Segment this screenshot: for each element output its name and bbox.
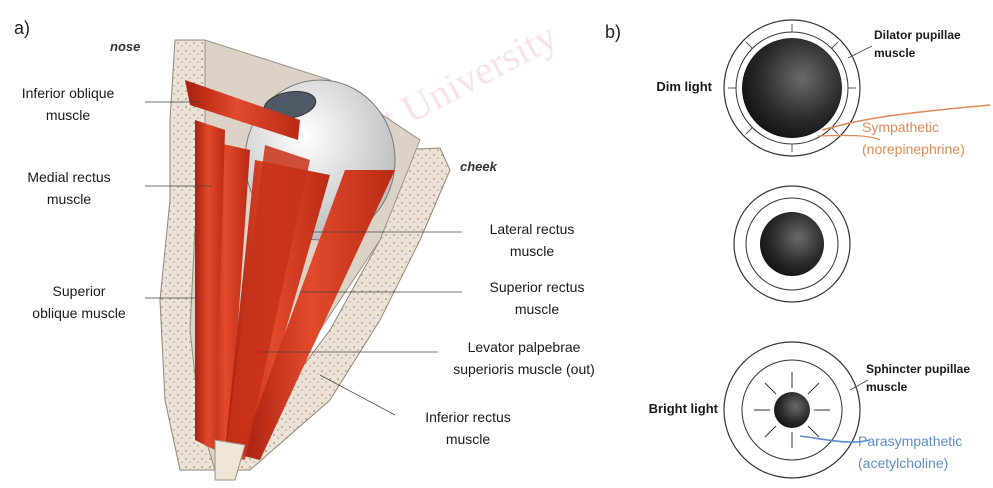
superior-rectus-label: Superior rectus muscle xyxy=(462,276,612,320)
medial-rectus-label: Medial rectus muscle xyxy=(14,166,124,210)
lateral-rectus-label-line1: Lateral rectus xyxy=(462,218,602,240)
sympathetic-label-line2: (norepinephrine) xyxy=(862,138,992,160)
nose-label: nose xyxy=(110,36,140,58)
levator-label-line1: Levator palpebrae xyxy=(436,336,612,358)
eye-bright-light xyxy=(724,342,860,478)
superior-oblique-label-line1: Superior xyxy=(14,280,144,302)
sympathetic-label-line1: Sympathetic xyxy=(862,116,992,138)
dilator-label-line2: muscle xyxy=(874,44,989,62)
inferior-oblique-label: Inferior oblique muscle xyxy=(8,82,128,126)
dilator-label: Dilator pupillae muscle xyxy=(874,26,989,62)
superior-oblique-label: Superior oblique muscle xyxy=(14,280,144,324)
medial-rectus-label-line1: Medial rectus xyxy=(14,166,124,188)
inferior-oblique-label-line1: Inferior oblique xyxy=(8,82,128,104)
panel-a-letter: a) xyxy=(14,18,30,39)
inferior-rectus-label: Inferior rectus muscle xyxy=(398,406,538,450)
levator-label-line2: superioris muscle (out) xyxy=(436,358,612,380)
superior-rectus-label-line1: Superior rectus xyxy=(462,276,612,298)
medial-rectus-label-line2: muscle xyxy=(14,188,124,210)
cheek-label: cheek xyxy=(460,156,497,178)
panel-b-letter: b) xyxy=(605,22,621,43)
lateral-rectus-label: Lateral rectus muscle xyxy=(462,218,602,262)
sphincter-label-line1: Sphincter pupillae xyxy=(866,360,991,378)
parasympathetic-label-line2: (acetylcholine) xyxy=(858,452,988,474)
sphincter-label: Sphincter pupillae muscle xyxy=(866,360,991,396)
lateral-rectus-label-line2: muscle xyxy=(462,240,602,262)
sphincter-label-line2: muscle xyxy=(866,378,991,396)
dilator-label-line1: Dilator pupillae xyxy=(874,26,989,44)
levator-label: Levator palpebrae superioris muscle (out… xyxy=(436,336,612,380)
superior-oblique-label-line2: oblique muscle xyxy=(14,302,144,324)
inferior-rectus-label-line2: muscle xyxy=(398,428,538,450)
superior-rectus-label-line2: muscle xyxy=(462,298,612,320)
inferior-rectus-label-line1: Inferior rectus xyxy=(398,406,538,428)
inferior-oblique-label-line2: muscle xyxy=(8,104,128,126)
eye-normal xyxy=(734,186,850,302)
bright-light-label: Bright light xyxy=(622,398,718,420)
parasympathetic-label: Parasympathetic (acetylcholine) xyxy=(858,430,988,474)
dim-light-label: Dim light xyxy=(632,76,712,98)
parasympathetic-label-line1: Parasympathetic xyxy=(858,430,988,452)
sympathetic-label: Sympathetic (norepinephrine) xyxy=(862,116,992,160)
